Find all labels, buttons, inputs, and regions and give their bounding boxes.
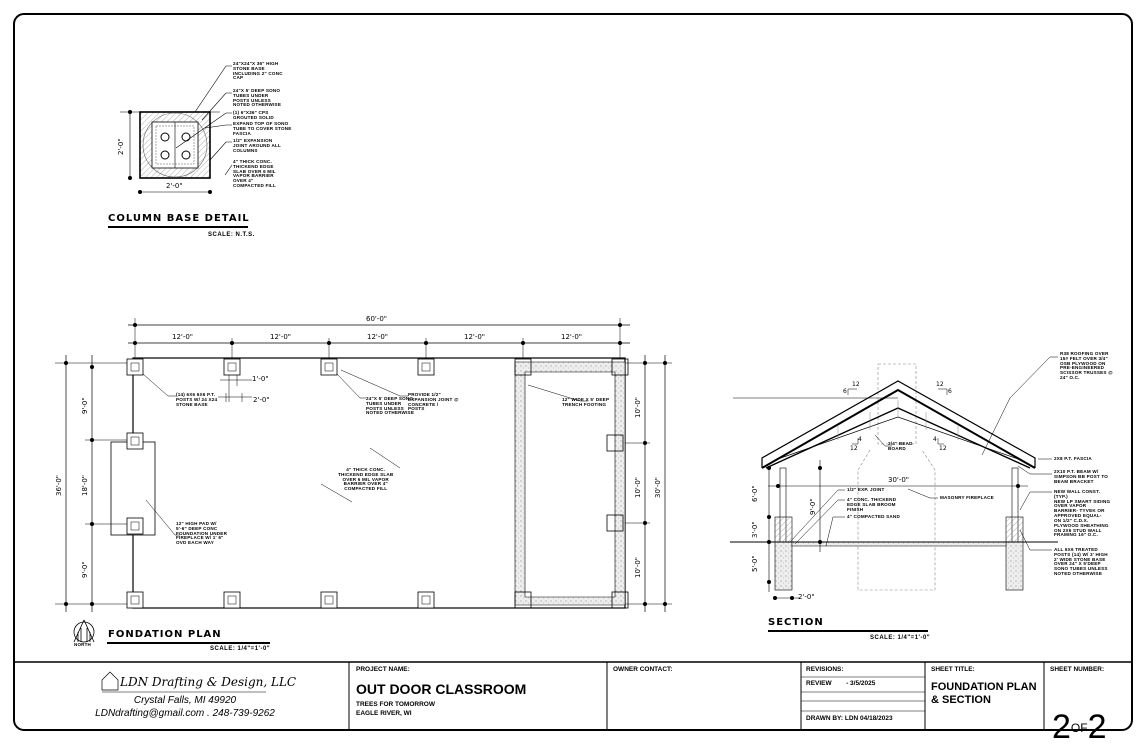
section-dim-left-2: 3'-0" xyxy=(751,521,759,538)
company-name: LDN Drafting & Design, LLC xyxy=(120,675,297,689)
building-section xyxy=(730,356,1058,600)
project-location: EAGLE RIVER, WI xyxy=(356,710,412,717)
column-note-sono-tubes: 24"x 5' DEEP SONO TUBES UNDER POSTS UNLE… xyxy=(233,88,282,108)
plan-note-sono: 24"x 5' DEEP SONO TUBES UNDER POSTS UNLE… xyxy=(366,396,415,416)
sheet-number-label: SHEET NUMBER: xyxy=(1050,666,1105,673)
pitch-run-right: 12 xyxy=(936,381,944,388)
column-note-stone-base: 24"x24"x 36" HIGH STONE BASE INCLUDING 2… xyxy=(233,61,283,81)
north-arrow-icon xyxy=(73,619,95,643)
column-base-detail xyxy=(108,65,248,228)
dim-bay-1: 12'-0" xyxy=(172,333,194,341)
foundation-plan-scale: SCALE: 1/4"=1'-0" xyxy=(210,646,271,652)
pitch-rise-left: 6 xyxy=(843,388,847,395)
column-note-expansion-joint: 1/2" EXPANSION JOINT AROUND ALL COLUMNS xyxy=(233,138,282,153)
sheet-number-current: 2 xyxy=(1052,708,1071,746)
pitch-rise-right: 6 xyxy=(948,388,952,395)
section-note-roofing: R38 ROOFING OVER 15# FELT OVER 3/4" OSB … xyxy=(1060,351,1113,381)
plan-note-posts: (14) 6x6 6X6 P.T. POSTS W/ 24 X24 STONE … xyxy=(176,392,218,407)
dim-bay-3: 12'-0" xyxy=(367,333,389,341)
section-dim-left-3: 5'-0" xyxy=(751,555,759,572)
sheet-title-label: SHEET TITLE: xyxy=(931,666,975,673)
section-span: 30'-0" xyxy=(888,476,910,484)
plan-note-trench: 12" WIDE X 5' DEEP TRENCH FOOTING xyxy=(562,397,610,407)
sheet-number-total: 2 xyxy=(1087,708,1107,746)
foundation-plan xyxy=(55,318,672,612)
dim-bay-5: 12'-0" xyxy=(561,333,583,341)
section-note-posts: ALL 6X6 TREATED POSTS (14) W/ 3' HIGH 2'… xyxy=(1054,547,1108,577)
project-name-label: PROJECT NAME: xyxy=(356,666,410,673)
column-detail-scale: SCALE: N.T.S. xyxy=(208,232,255,238)
section-dim-inner: 9'-0" xyxy=(809,498,817,515)
revisions-label: REVISIONS: xyxy=(806,666,844,673)
drawn-by: DRAWN BY: LDN 04/18/2023 xyxy=(806,715,893,722)
section-note-bead-board: 3/4" BEAD BOARD xyxy=(888,441,913,451)
dim-right-1: 10'-0" xyxy=(634,396,642,418)
dim-bay-4: 12'-0" xyxy=(464,333,486,341)
pitch-run-left: 12 xyxy=(852,381,860,388)
foundation-plan-title: FONDATION PLAN xyxy=(108,629,222,640)
project-client: TREES FOR TOMORROW xyxy=(356,701,435,708)
sheet-number: 2OF2 xyxy=(1052,676,1107,744)
owner-contact-label: OWNER CONTACT: xyxy=(613,666,673,673)
section-note-wall: NEW WALL CONST. (TYP.) NEW LP SMART SIDI… xyxy=(1054,489,1111,538)
title-block xyxy=(14,661,1132,730)
column-note-slab: 4" THICK CONC. THICKEND EDGE SLAB OVER 6… xyxy=(233,159,277,189)
section-note-fascia: 2X8 P.T. FASCIA xyxy=(1054,456,1092,461)
column-dim-width: 2'-0" xyxy=(166,182,183,190)
plan-note-slab: 4" THICK CONC. THICKEND EDGE SLAB OVER 6… xyxy=(338,467,394,492)
section-note-slab: 4" CONC. THICKEND EDGE SLAB BROOM FINISH xyxy=(847,497,897,512)
dim-bay-2: 12'-0" xyxy=(270,333,292,341)
column-note-cps: (1) 6"x36" CPS GROUTED SOLID xyxy=(233,110,274,120)
company-contact: LDNdrafting@gmail.com . 248-739-9262 xyxy=(95,708,275,719)
ceiling-run-right: 12 xyxy=(939,445,947,452)
dim-right-2: 10'-0" xyxy=(634,476,642,498)
section-note-beam: 2X10 P.T. BEAM W/ SIMPSON BB POST TO BEA… xyxy=(1054,469,1109,484)
plan-note-expansion: PROVIDE 1/2" EXPANSION JOINT @ CONCRETE … xyxy=(408,392,459,412)
sheet-border xyxy=(13,13,1133,731)
revision-entry: REVIEW - 3/5/2025 xyxy=(806,680,876,687)
dim-post-small: 1'-0" xyxy=(252,375,269,383)
logo-house-icon xyxy=(101,671,119,691)
ceiling-rise-left: 4 xyxy=(858,436,862,443)
dim-left-overall: 36'-0" xyxy=(55,474,63,496)
sheet-number-of: OF xyxy=(1070,721,1088,735)
project-name: OUT DOOR CLASSROOM xyxy=(356,681,527,697)
column-note-expand: EXPAND TOP OF SONO TUBE TO COVER STONE F… xyxy=(233,121,292,136)
column-dim-height: 2'-0" xyxy=(117,138,125,155)
section-title: SECTION xyxy=(768,617,824,628)
north-label: NORTH xyxy=(74,642,91,647)
dim-right-3: 10'-0" xyxy=(634,556,642,578)
ceiling-run-left: 12 xyxy=(850,445,858,452)
sheet-title: FOUNDATION PLAN & SECTION xyxy=(931,681,1037,706)
section-note-sand: 4" COMPACTED SAND xyxy=(847,514,900,519)
section-note-exp-joint: 1/2" EXP. JOINT xyxy=(847,487,885,492)
section-note-fireplace: MASONRY FIREPLACE xyxy=(940,495,994,500)
dim-left-3: 9'-0" xyxy=(81,561,89,578)
section-dim-left-1: 6'-0" xyxy=(751,485,759,502)
dim-left-2: 18'-0" xyxy=(81,474,89,496)
section-dim-footing: 2'-0" xyxy=(798,593,815,601)
column-detail-title: COLUMN BASE DETAIL xyxy=(108,213,250,224)
plan-note-fireplace: 12" HIGH PAD W/ 5'-6" DEEP CONC FOUNDATI… xyxy=(176,521,228,546)
dim-post-large: 2'-0" xyxy=(253,396,270,404)
dim-right-overall: 30'-0" xyxy=(654,476,662,498)
dim-left-1: 9'-0" xyxy=(81,397,89,414)
section-scale: SCALE: 1/4"=1'-0" xyxy=(870,635,931,641)
ceiling-rise-right: 4 xyxy=(933,436,937,443)
company-city: Crystal Falls, MI 49920 xyxy=(133,695,237,706)
dim-overall-width: 60'-0" xyxy=(366,315,388,323)
